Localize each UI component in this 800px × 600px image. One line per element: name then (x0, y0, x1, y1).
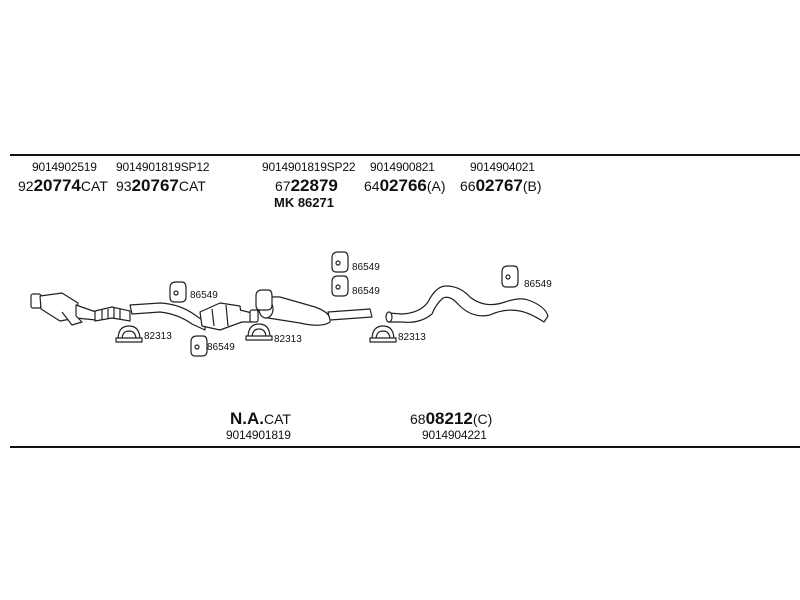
bottom-part-number-1: 9014901819 (226, 428, 291, 442)
bottom-divider (10, 446, 800, 448)
hanger-label-b: 86549 (207, 342, 235, 353)
code-3: 6722879 (275, 177, 338, 195)
bottom-code-2-main: 08212 (425, 409, 473, 428)
part-number-1: 9014902519 (32, 160, 97, 174)
code-4-prefix: 64 (364, 178, 380, 194)
part-number-5: 9014904021 (470, 160, 535, 174)
hanger-label-a: 86549 (190, 290, 218, 301)
hanger-d-shape (331, 275, 349, 297)
bottom-code-1: N.A.CAT (230, 410, 291, 428)
code-1-prefix: 92 (18, 178, 34, 194)
code-4: 6402766(A) (364, 177, 446, 195)
code-3-main: 22879 (290, 176, 338, 195)
second-catalytic-converter (199, 302, 253, 331)
clamp-label-b: 82313 (274, 334, 302, 345)
part-number-2: 9014901819SP12 (116, 160, 210, 174)
code-5: 6602767(B) (460, 177, 542, 195)
code-2-main: 20767 (131, 176, 179, 195)
code-5-main: 02767 (475, 176, 523, 195)
clamp-label-a: 82313 (144, 331, 172, 342)
part-number-4: 9014900821 (370, 160, 435, 174)
bottom-code-2: 6808212(C) (410, 410, 492, 428)
bottom-part-number-2: 9014904221 (422, 428, 487, 442)
bottom-code-2-suffix: (C) (472, 411, 493, 427)
clamp-b-shape (245, 323, 273, 341)
mk-kit-label: MK 86271 (274, 195, 334, 210)
code-3-prefix: 67 (275, 178, 291, 194)
part-number-3: 9014901819SP22 (262, 160, 356, 174)
bottom-code-2-prefix: 68 (410, 411, 426, 427)
intermediate-pipe-1 (129, 302, 206, 331)
clamp-label-c: 82313 (398, 332, 426, 343)
hanger-f-shape (255, 289, 273, 311)
hanger-b-shape (190, 335, 208, 357)
bottom-code-1-main: N.A. (230, 409, 264, 428)
hanger-label-c: 86549 (352, 262, 380, 273)
code-1-main: 20774 (33, 176, 81, 195)
top-divider (10, 154, 800, 156)
hanger-a-shape (169, 281, 187, 303)
hanger-e-shape (501, 265, 519, 288)
bottom-code-1-suffix: CAT (264, 411, 291, 427)
code-2-prefix: 93 (116, 178, 132, 194)
code-5-prefix: 66 (460, 178, 476, 194)
front-catalytic-converter (30, 292, 97, 326)
clamp-a-shape (115, 325, 143, 343)
hanger-label-d: 86549 (352, 286, 380, 297)
code-2: 9320767CAT (116, 177, 206, 195)
code-4-main: 02766 (379, 176, 427, 195)
clamp-c-shape (369, 325, 397, 343)
hanger-label-e: 86549 (524, 279, 552, 290)
hanger-c-shape (331, 251, 349, 273)
code-2-suffix: CAT (178, 178, 206, 194)
code-1-suffix: CAT (80, 178, 108, 194)
code-4-suffix: (A) (426, 178, 446, 194)
flex-pipe (94, 306, 131, 322)
code-1: 9220774CAT (18, 177, 108, 195)
code-5-suffix: (B) (522, 178, 542, 194)
rear-pipe (385, 285, 549, 323)
